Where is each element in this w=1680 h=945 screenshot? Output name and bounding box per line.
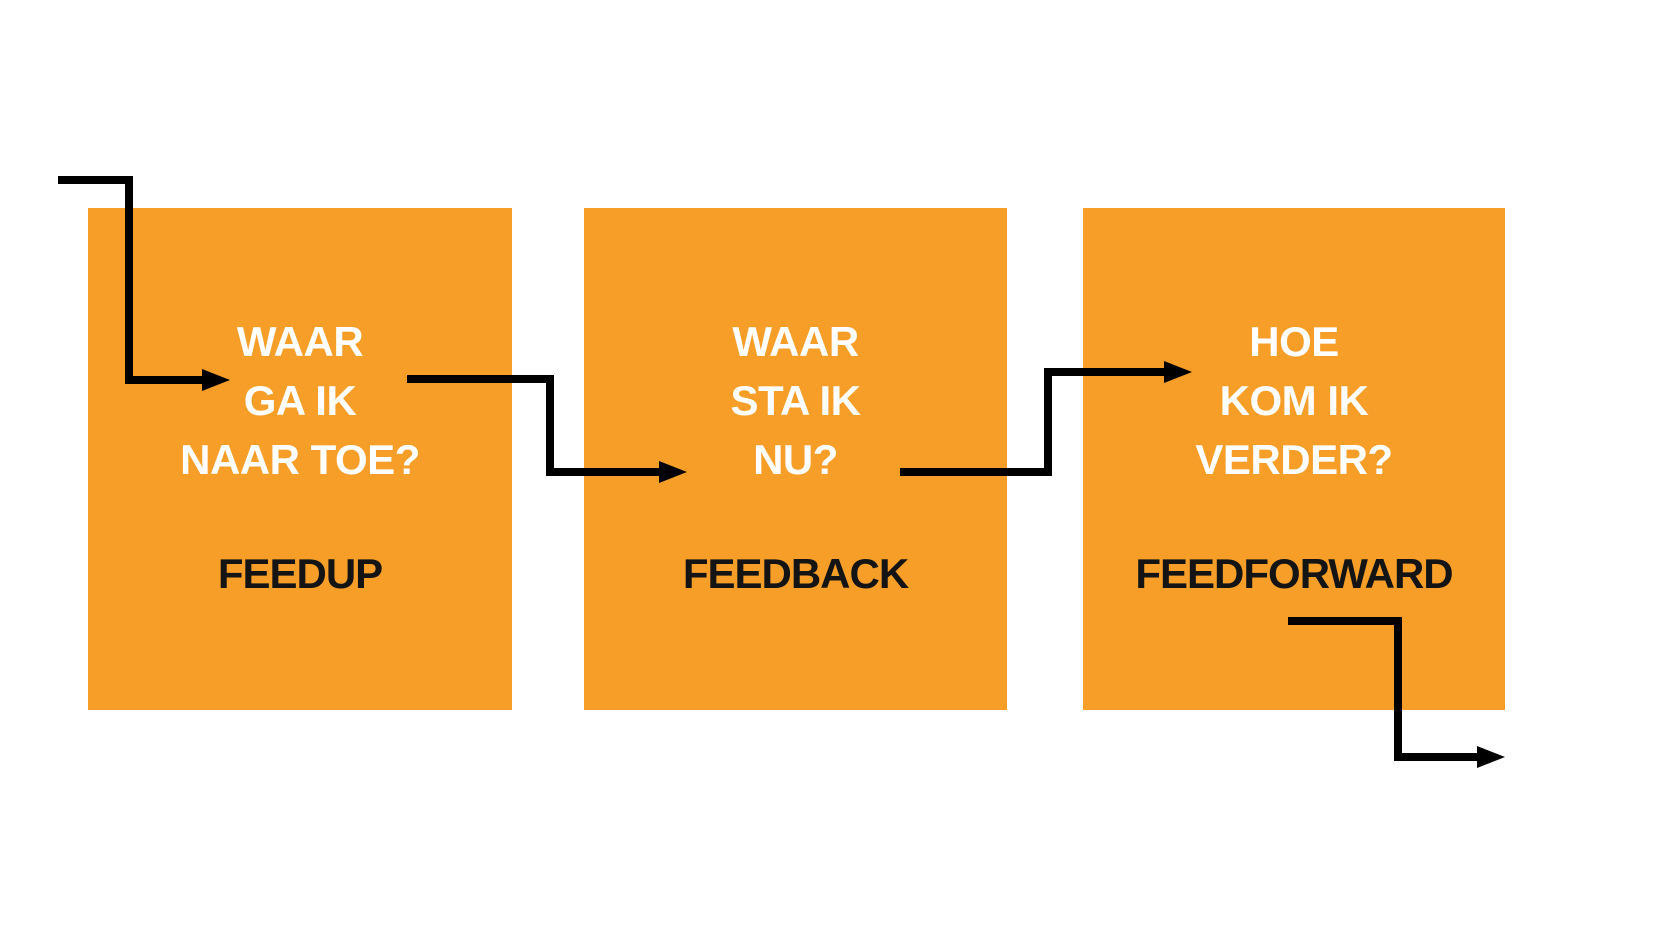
feedback-question: WAAR STA IK NU? [584, 312, 1007, 489]
feedforward-question-line-1: HOE [1249, 318, 1339, 365]
feedup-question-line-1: WAAR [236, 318, 364, 365]
feedup-question-line-2: GA IK [243, 377, 357, 424]
feedforward-box: HOE KOM IK VERDER? FEEDFORWARD [1083, 208, 1505, 710]
feedforward-question-line-3: VERDER? [1195, 436, 1393, 483]
feedup-box: WAAR GA IK NAAR TOE? FEEDUP [88, 208, 512, 710]
feedforward-question-line-2: KOM IK [1219, 377, 1369, 424]
feedback-question-line-1: WAAR [732, 318, 859, 365]
feedback-label: FEEDBACK [682, 550, 909, 597]
feedback-box: WAAR STA IK NU? FEEDBACK [584, 208, 1007, 710]
feedup-label: FEEDUP [217, 550, 383, 597]
feedback-question-line-2: STA IK [730, 377, 862, 424]
feedup-question-line-3: NAAR TOE? [180, 436, 420, 483]
feedforward-question: HOE KOM IK VERDER? [1083, 312, 1505, 489]
feedback-question-line-3: NU? [753, 436, 838, 483]
feedforward-label: FEEDFORWARD [1135, 550, 1453, 597]
feedup-question: WAAR GA IK NAAR TOE? [88, 312, 512, 489]
